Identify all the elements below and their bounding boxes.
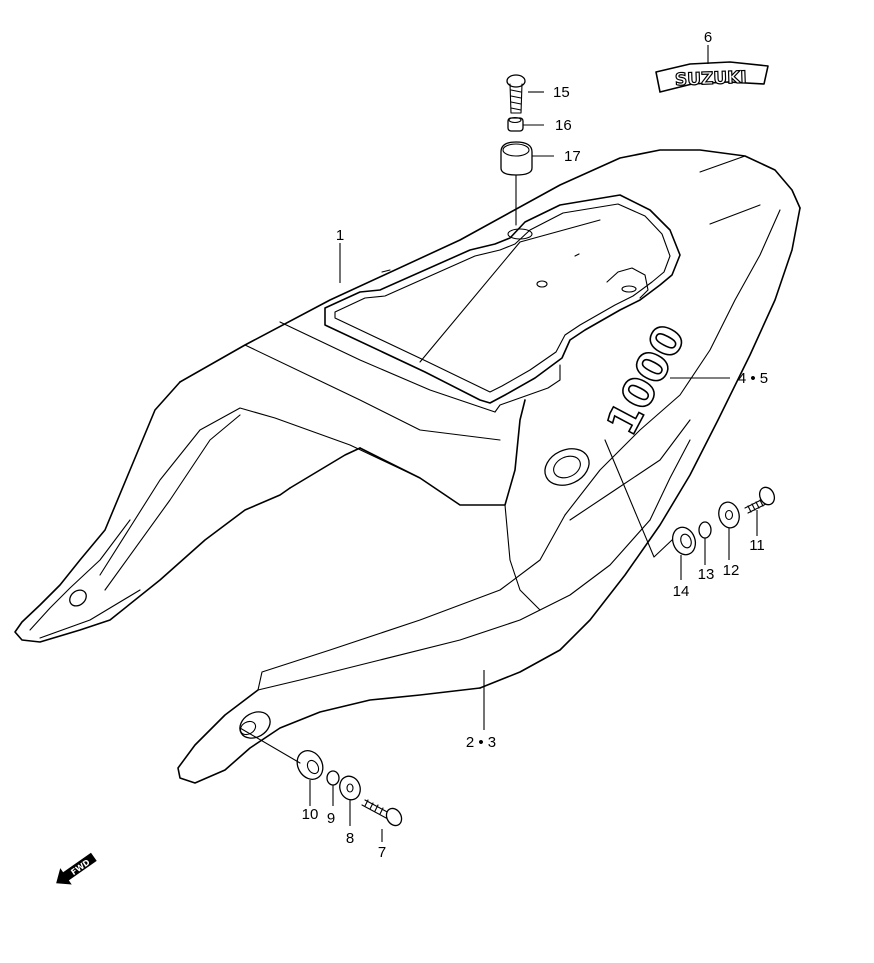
callout-11: 11 — [749, 537, 765, 554]
collar-13 — [698, 521, 712, 539]
callout-4-5: 4 • 5 — [738, 370, 768, 387]
1000-badge: 1000 — [596, 316, 696, 444]
emblem-text: SUZUKI — [675, 68, 747, 90]
washer-8 — [339, 775, 361, 801]
callout-6: 6 — [704, 29, 712, 46]
callout-1: 1 — [336, 227, 344, 244]
callout-16: 16 — [555, 117, 572, 134]
side-grommet-hole — [544, 448, 590, 486]
callout-17: 17 — [564, 148, 581, 165]
screw-15 — [506, 74, 526, 114]
seat-frame-recess — [324, 194, 681, 404]
callout-10: 10 — [302, 806, 319, 823]
callout-7: 7 — [378, 844, 386, 861]
callout-labels: 1 2 • 3 4 • 5 6 7 8 9 10 11 12 13 14 15 … — [302, 29, 768, 861]
screw-7 — [361, 799, 403, 827]
suzuki-emblem: SUZUKI — [655, 61, 769, 93]
badge-text: 1000 — [597, 317, 695, 443]
callout-13: 13 — [698, 566, 715, 583]
callout-15: 15 — [553, 84, 570, 101]
collar-9 — [326, 770, 340, 786]
grommet-10 — [296, 750, 324, 780]
front-grommet-hole — [69, 589, 271, 739]
nut-16 — [507, 116, 524, 132]
grommet-14 — [671, 526, 697, 556]
callout-12: 12 — [723, 562, 740, 579]
fwd-arrow-icon: FWD — [56, 852, 97, 885]
callout-8: 8 — [346, 830, 354, 847]
callout-14: 14 — [673, 583, 690, 600]
screw-11 — [744, 486, 776, 514]
side-mount-leader — [604, 439, 673, 558]
seat-tail-cover — [14, 149, 801, 784]
washer-12 — [718, 501, 740, 529]
front-mount-leader — [239, 727, 301, 764]
callout-9: 9 — [327, 810, 335, 827]
cushion-17 — [500, 141, 533, 176]
callout-2-3: 2 • 3 — [466, 734, 496, 751]
leader-lines — [309, 45, 758, 842]
